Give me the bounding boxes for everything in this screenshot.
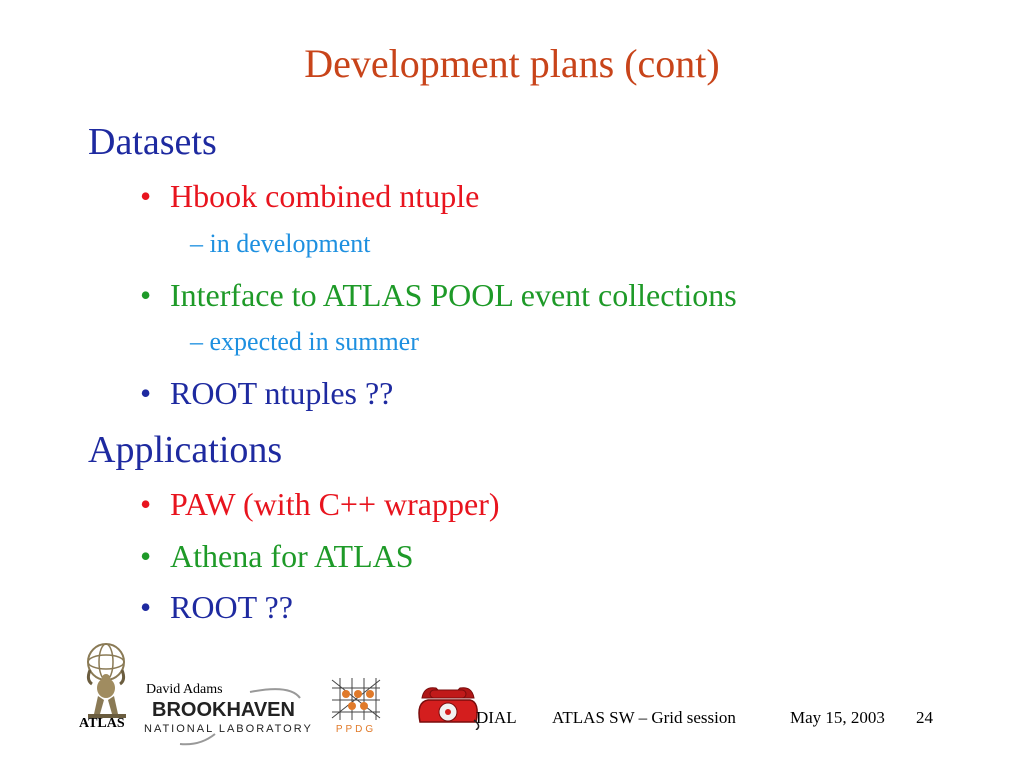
bullet-dot: •: [140, 538, 152, 574]
brookhaven-logo: BROOKHAVEN NATIONAL LABORATORY: [144, 688, 313, 746]
footer-session: ATLAS SW – Grid session: [552, 708, 736, 727]
footer-date: May 15, 2003: [790, 708, 885, 727]
bullet-dot: •: [140, 375, 152, 411]
red-telephone-icon: [418, 687, 480, 730]
bullet-dot: •: [140, 486, 152, 522]
bullet-item: • Athena for ATLAS: [140, 537, 414, 575]
bullet-text: ROOT ??: [170, 589, 293, 625]
bullet-item: • Interface to ATLAS POOL event collectio…: [140, 276, 737, 314]
section-heading-datasets: Datasets: [88, 121, 217, 163]
bullet-text: ROOT ntuples ??: [170, 375, 394, 411]
bullet-dot: •: [140, 589, 152, 625]
bullet-item: • ROOT ??: [140, 588, 293, 626]
ppdg-wordmark: PPDG: [336, 724, 376, 734]
bullet-text: Hbook combined ntuple: [170, 178, 480, 214]
bullet-text: Athena for ATLAS: [170, 538, 414, 574]
bullet-dot: •: [140, 277, 152, 313]
footer-author: David Adams: [146, 682, 223, 697]
bullet-text: Interface to ATLAS POOL event collection…: [170, 277, 737, 313]
atlas-figure-icon: [86, 643, 126, 718]
bullet-item: • PAW (with C++ wrapper): [140, 485, 500, 523]
brookhaven-subtitle: NATIONAL LABORATORY: [144, 723, 313, 735]
slide-title: Development plans (cont): [304, 41, 720, 86]
atlas-label: ATLAS: [79, 716, 125, 731]
bullet-item: • ROOT ntuples ??: [140, 374, 393, 412]
footer-project: DIAL: [476, 708, 517, 727]
bullet-item: • Hbook combined ntuple: [140, 177, 479, 215]
section-heading-applications: Applications: [88, 429, 283, 471]
brookhaven-wordmark: BROOKHAVEN: [152, 699, 295, 721]
sub-item: – in development: [190, 229, 371, 258]
sub-item: – expected in summer: [190, 327, 419, 356]
bullet-dot: •: [140, 178, 152, 214]
bullet-text: PAW (with C++ wrapper): [170, 486, 500, 522]
ppdg-logo: PPDG: [331, 678, 381, 734]
footer-page-number: 24: [916, 708, 933, 727]
